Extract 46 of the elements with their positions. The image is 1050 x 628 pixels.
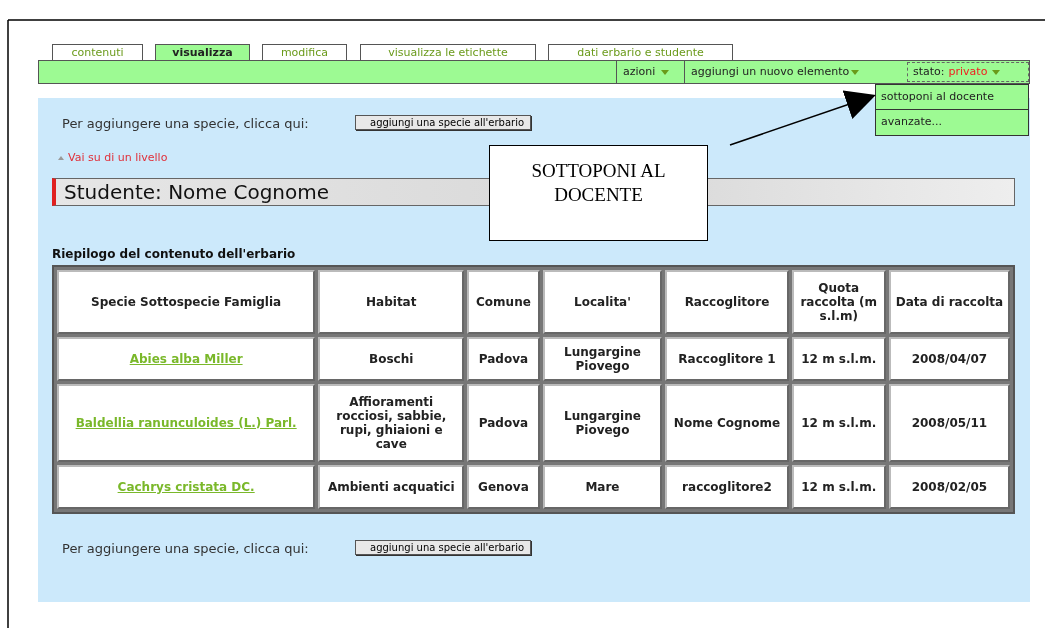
add-button: aggiungi una specie all'erbario bbox=[355, 115, 532, 130]
table-cell: Lungargine Piovego bbox=[542, 337, 663, 381]
table-cell: Padova bbox=[467, 384, 540, 462]
callout-box: SOTTOPONI AL DOCENTE bbox=[489, 145, 708, 241]
instruction-text: Per aggiungere una specie, clicca qui: bbox=[62, 541, 309, 556]
table-cell: 12 m s.l.m. bbox=[791, 337, 886, 381]
tab: visualizza le etichette bbox=[360, 44, 536, 60]
menu-item: aggiungi un nuovo elemento bbox=[684, 61, 866, 83]
table-cell: 12 m s.l.m. bbox=[791, 384, 886, 462]
tab: modifica bbox=[262, 44, 347, 60]
table-cell: Ambienti acquatici bbox=[318, 465, 465, 509]
table-cell: Lungargine Piovego bbox=[542, 384, 663, 462]
table-cell: Raccoglitore 1 bbox=[665, 337, 789, 381]
species-link: Baldellia ranunculoides (L.) Parl. bbox=[57, 384, 316, 462]
species-link: Cachrys cristata DC. bbox=[57, 465, 316, 509]
up-link: Vai su di un livello bbox=[58, 151, 168, 164]
arrow bbox=[729, 90, 876, 146]
header-cell: Data di raccolta bbox=[888, 270, 1010, 334]
tab: contenuti bbox=[52, 44, 143, 60]
header-cell: Habitat bbox=[318, 270, 465, 334]
menu-item: avanzate... bbox=[880, 114, 944, 130]
header-cell: Comune bbox=[467, 270, 540, 334]
instruction-text: Per aggiungere una specie, clicca qui: bbox=[62, 116, 309, 131]
table-cell: Affioramenti rocciosi, sabbie, rupi, ghiaioni e cave bbox=[318, 384, 465, 462]
tab: dati erbario e studente bbox=[548, 44, 733, 60]
add-button: aggiungi una specie all'erbario bbox=[355, 540, 532, 555]
table-cell: Boschi bbox=[318, 337, 465, 381]
table-cell: raccoglitore2 bbox=[665, 465, 789, 509]
table-cell: 2008/05/11 bbox=[888, 384, 1010, 462]
table-cell: 2008/02/05 bbox=[888, 465, 1010, 509]
table-cell: Nome Cognome bbox=[665, 384, 789, 462]
table-cell: Padova bbox=[467, 337, 540, 381]
table-cell: 12 m s.l.m. bbox=[791, 465, 886, 509]
table-cell: Genova bbox=[467, 465, 540, 509]
tab: visualizza bbox=[155, 44, 250, 60]
table-caption: Riepilogo del contenuto dell'erbario bbox=[52, 247, 296, 261]
menu-item: sottoponi al docente bbox=[876, 85, 1028, 110]
status-label: stato: bbox=[913, 65, 945, 78]
table-cell: 2008/04/07 bbox=[888, 337, 1010, 381]
header-cell: Localita' bbox=[542, 270, 663, 334]
species-link: Abies alba Miller bbox=[57, 337, 316, 381]
header-cell: Raccoglitore bbox=[665, 270, 789, 334]
table-cell: Mare bbox=[542, 465, 663, 509]
header-cell: Specie Sottospecie Famiglia bbox=[57, 270, 316, 334]
header-cell: Quota raccolta (m s.l.m) bbox=[791, 270, 886, 334]
menu-item: azioni bbox=[616, 61, 676, 83]
